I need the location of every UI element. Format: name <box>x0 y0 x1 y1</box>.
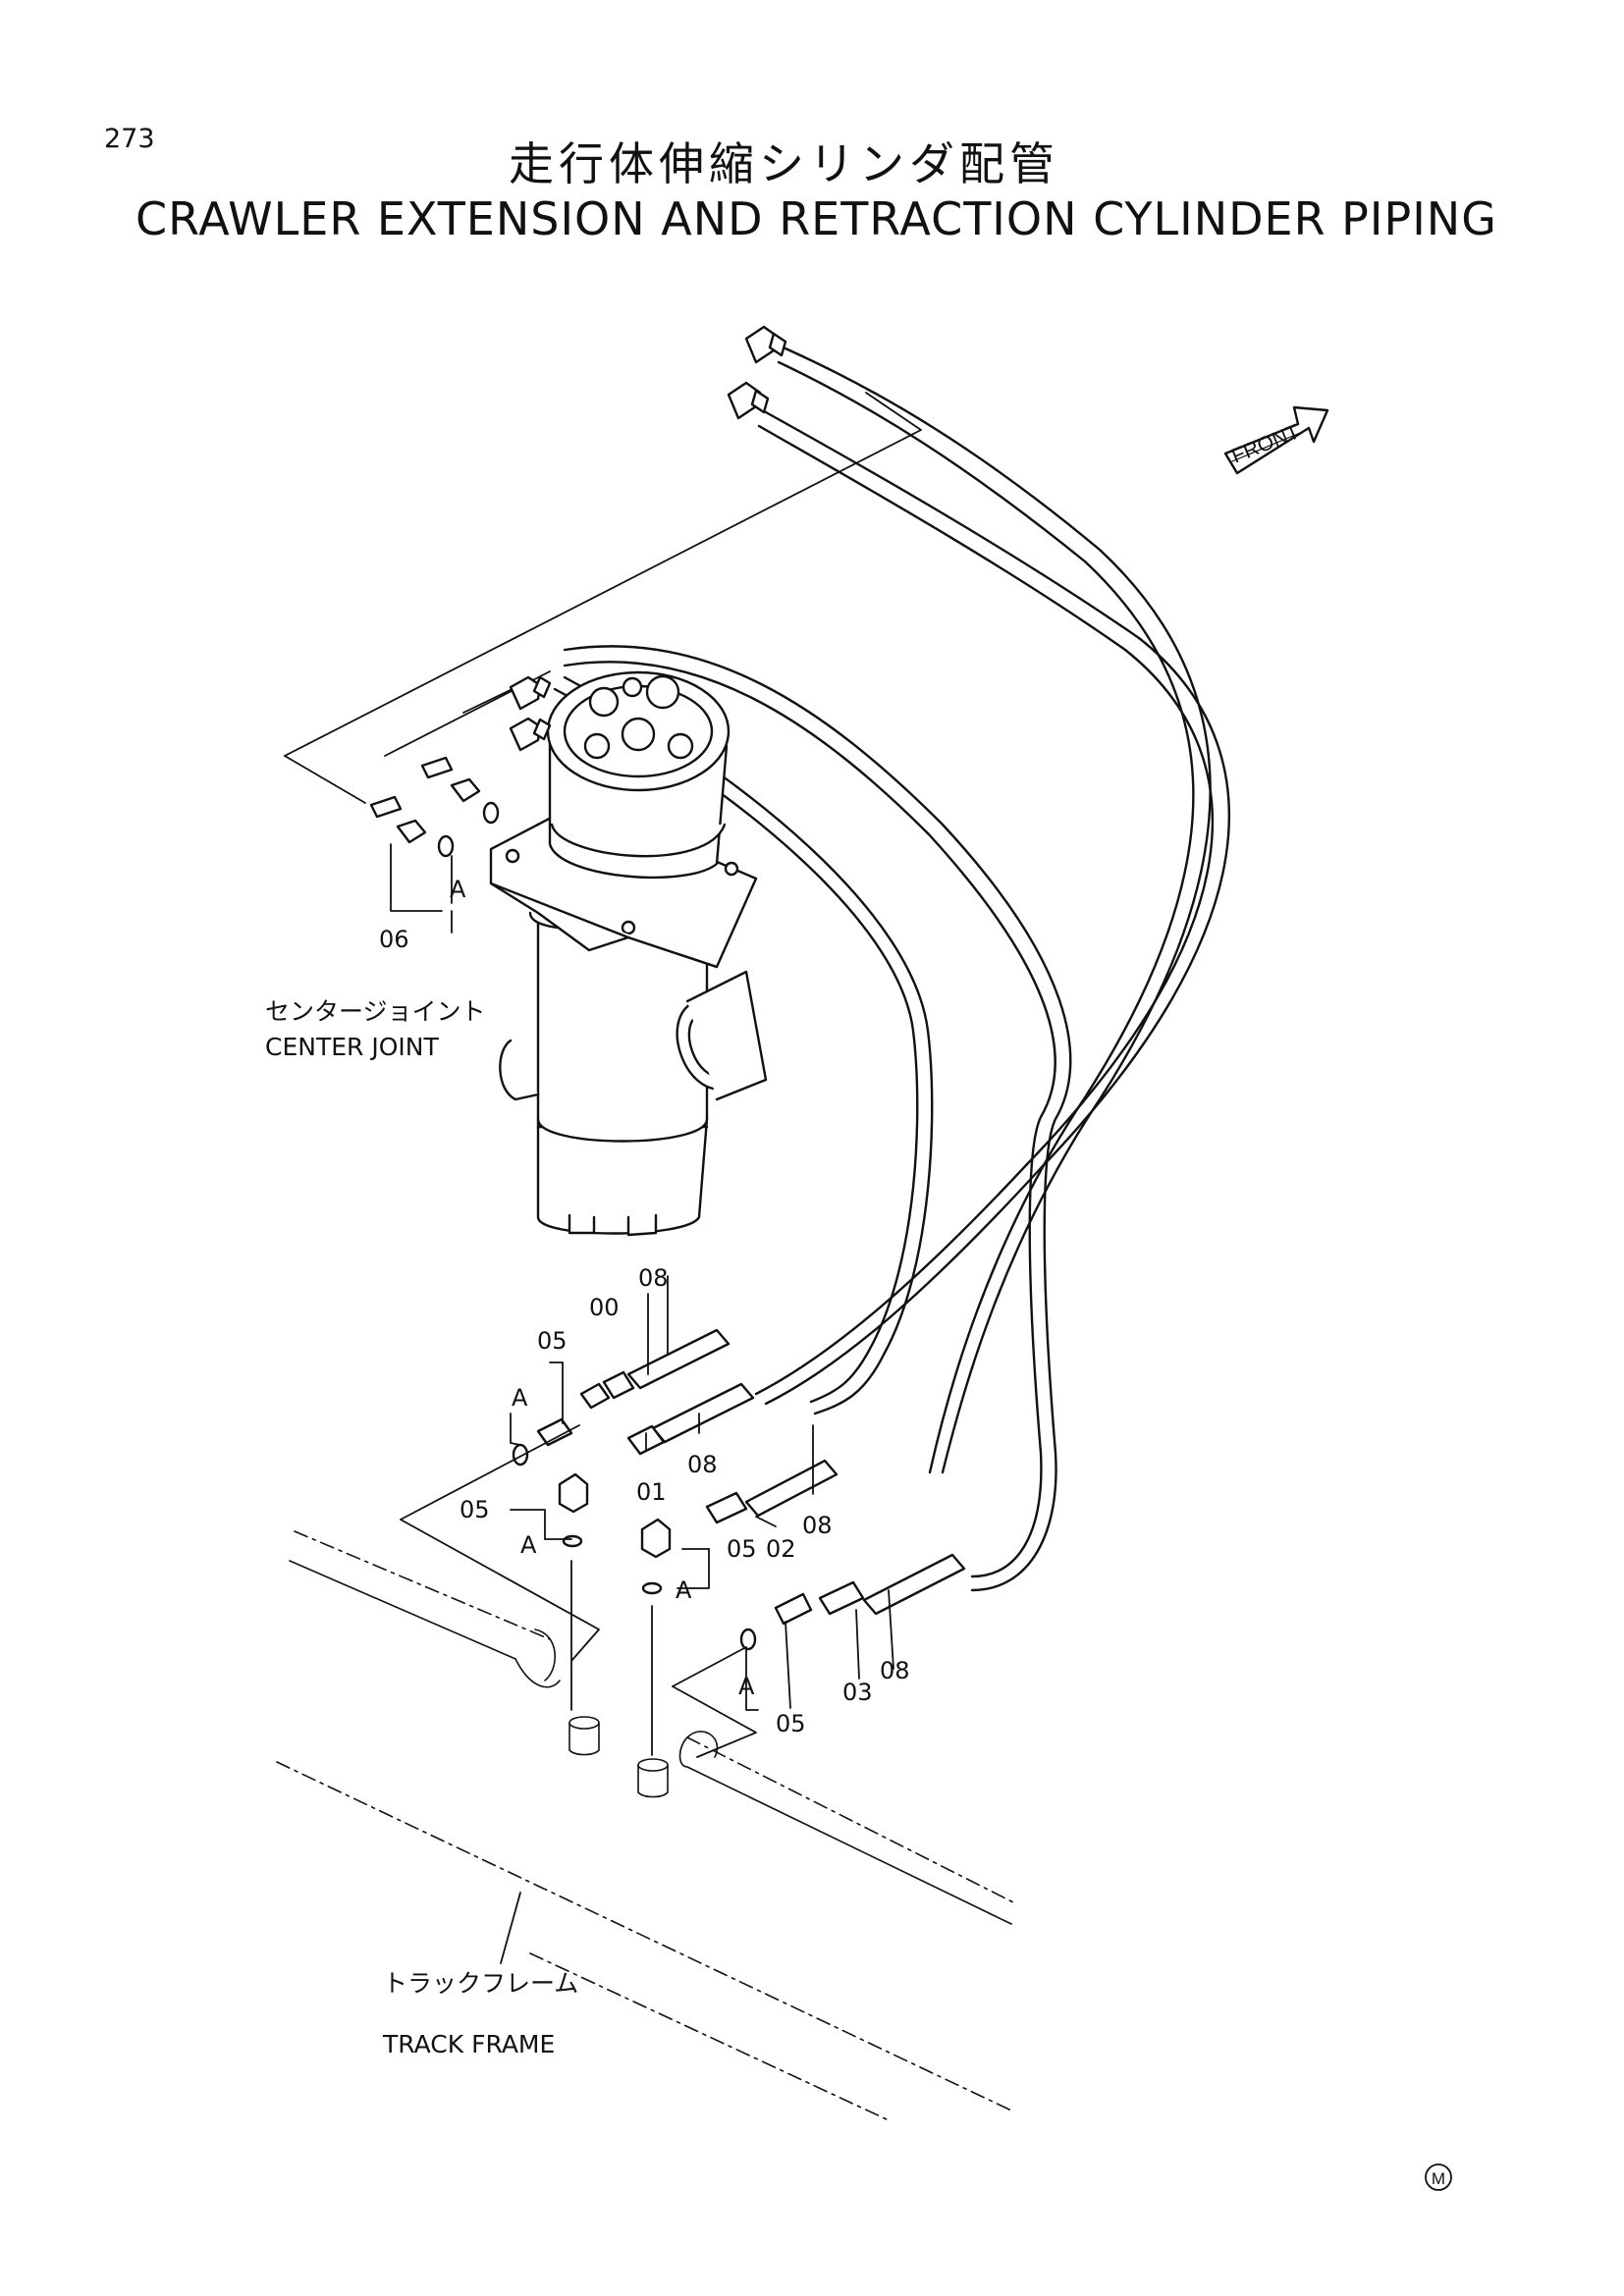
callout-a-mid: A <box>512 1384 528 1412</box>
callout-a-top: A <box>450 876 466 903</box>
callout-03: 03 <box>842 1679 873 1706</box>
callout-08-top: 08 <box>638 1264 669 1292</box>
callout-00: 00 <box>589 1294 620 1321</box>
lower-callout-leaders <box>400 1275 894 1758</box>
callout-05-mid: 05 <box>727 1535 757 1563</box>
track-frame-label-jp: トラックフレーム <box>383 1969 579 1998</box>
callout-05-bottom: 05 <box>776 1710 806 1737</box>
center-joint-label-jp: センタージョイント <box>265 997 486 1026</box>
title-english: CRAWLER EXTENSION AND RETRACTION CYLINDE… <box>135 192 1497 245</box>
callout-a-bottom: A <box>738 1673 755 1700</box>
callout-a-left: A <box>520 1531 537 1559</box>
callout-08-bottom: 08 <box>880 1657 910 1684</box>
center-joint-label-en: CENTER JOINT <box>265 1033 439 1061</box>
hose-3 <box>563 645 1072 1592</box>
mark-letter: M <box>1432 2169 1445 2188</box>
callout-02: 02 <box>766 1535 796 1563</box>
hose-4 <box>553 675 934 1415</box>
callout-08-mid: 08 <box>687 1451 718 1478</box>
hose-2 <box>754 410 1230 1406</box>
title-japanese: 走行体伸縮シリンダ配管 <box>509 137 1059 190</box>
front-arrow-icon: FRONT <box>1223 405 1329 475</box>
lower-fittings <box>512 1328 966 1651</box>
page-number: 273 <box>104 124 155 154</box>
front-label: FRONT <box>1228 420 1303 467</box>
callout-01: 01 <box>636 1478 667 1506</box>
track-frame-label-en: TRACK FRAME <box>383 2030 556 2058</box>
mark-circle <box>1425 2163 1452 2191</box>
hose-end-fitting-icon <box>727 325 787 420</box>
center-joint <box>489 670 768 1237</box>
upper-fittings <box>369 675 552 858</box>
track-frame <box>276 1530 1018 2121</box>
callout-05-left: 05 <box>460 1496 490 1523</box>
callout-06: 06 <box>379 926 409 953</box>
callout-05-top: 05 <box>537 1327 568 1355</box>
callout-a-mid2: A <box>676 1576 692 1604</box>
hose-1 <box>777 347 1212 1474</box>
top-callout-leaders <box>390 843 453 934</box>
callout-08-right: 08 <box>802 1512 833 1539</box>
